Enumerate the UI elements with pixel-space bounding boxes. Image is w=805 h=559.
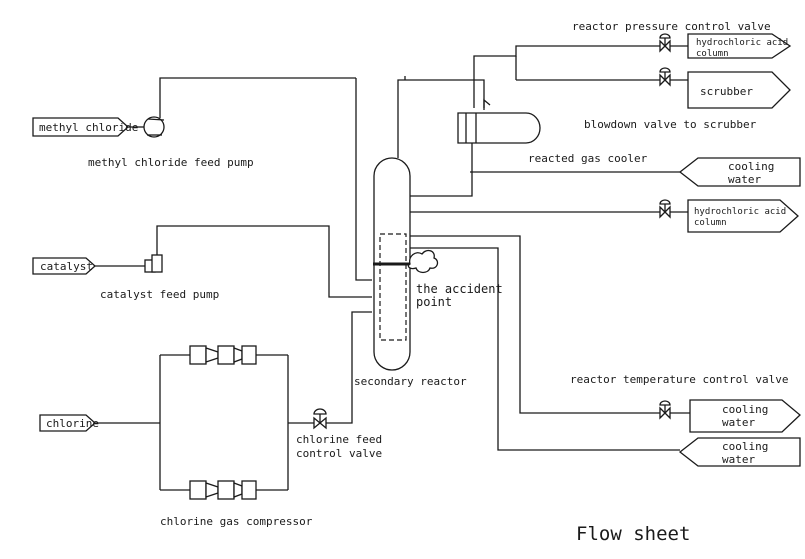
accident-point-icon bbox=[407, 249, 439, 274]
secondary-reactor-label: secondary reactor bbox=[354, 375, 467, 388]
output-scrubber: scrubber bbox=[687, 71, 791, 109]
piping bbox=[95, 45, 690, 491]
chlorine-compressor-label: chlorine gas compressor bbox=[160, 515, 313, 528]
diagram-title: Flow sheet bbox=[576, 523, 690, 545]
methyl-chloride-label: methyl chloride bbox=[39, 121, 138, 134]
temperature-valve-label: reactor temperature control valve bbox=[570, 373, 789, 386]
compressor-train-bottom bbox=[189, 480, 257, 500]
methyl-chloride-pump-label: methyl chloride feed pump bbox=[88, 156, 254, 169]
chlorine-control-valve-icon bbox=[313, 408, 327, 430]
reacted-gas-cooler-label: reacted gas cooler bbox=[528, 152, 648, 165]
temperature-control-valve-icon bbox=[659, 400, 671, 420]
chlorine-label: chlorine bbox=[46, 417, 99, 430]
hcl-column-valve-icon bbox=[659, 199, 671, 219]
input-chlorine: chlorine bbox=[39, 414, 99, 432]
blowdown-valve-label: blowdown valve to scrubber bbox=[584, 118, 757, 131]
blowdown-valve-icon bbox=[659, 67, 671, 87]
pressure-control-valve-icon bbox=[659, 33, 671, 53]
methyl-chloride-pump-icon bbox=[143, 116, 165, 138]
input-methyl-chloride: methyl chloride bbox=[32, 117, 138, 137]
reacted-gas-cooler bbox=[457, 98, 541, 144]
pressure-valve-label: reactor pressure control valve bbox=[572, 20, 771, 33]
catalyst-pump-label: catalyst feed pump bbox=[100, 288, 219, 301]
catalyst-label: catalyst bbox=[40, 260, 93, 273]
catalyst-pump-icon bbox=[144, 254, 163, 273]
scrubber-label: scrubber bbox=[700, 85, 753, 98]
secondary-reactor bbox=[373, 157, 411, 371]
compressor-train-top bbox=[189, 345, 257, 365]
input-catalyst: catalyst bbox=[32, 257, 96, 275]
